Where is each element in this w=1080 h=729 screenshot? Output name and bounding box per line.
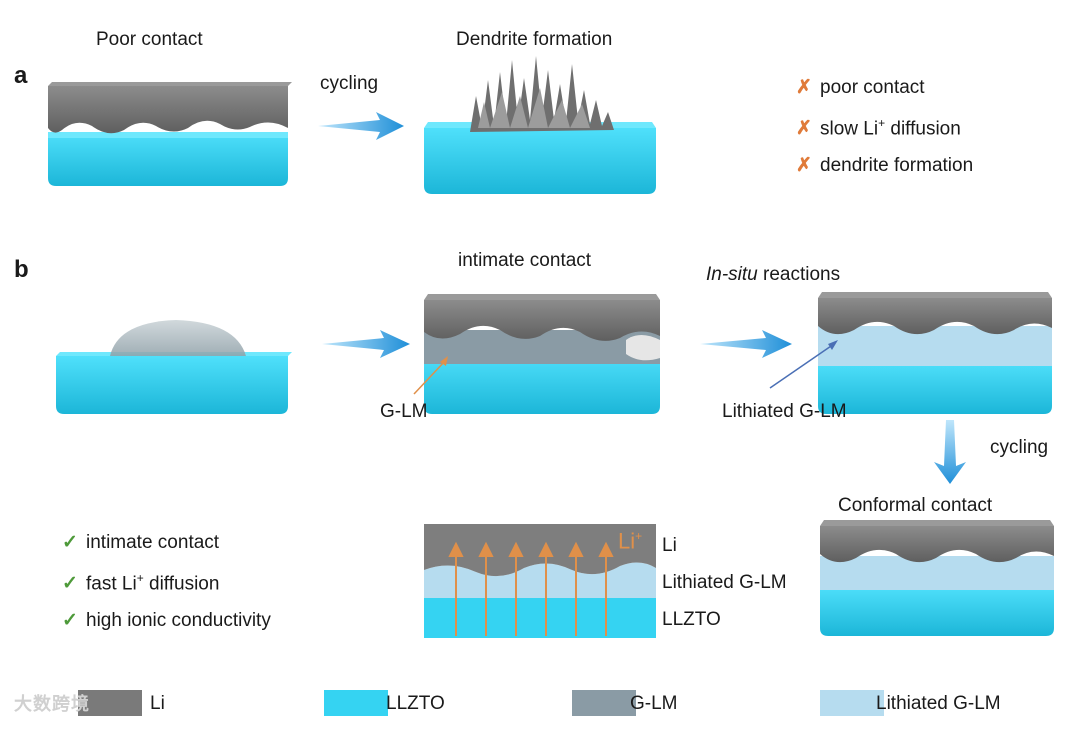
poor-contact-block bbox=[48, 82, 292, 186]
panel-a-letter: a bbox=[14, 62, 28, 89]
legend-label-glm: G-LM bbox=[630, 693, 678, 714]
drawback-item: ✗slow Li+ diffusion bbox=[796, 116, 961, 140]
li-slab bbox=[48, 86, 288, 134]
label-poor-contact: Poor contact bbox=[96, 29, 203, 50]
arrow-b1 bbox=[322, 330, 410, 358]
zoom-cross-section bbox=[424, 524, 656, 638]
arrow-cycling-a bbox=[318, 112, 404, 140]
drawback-item: ✗dendrite formation bbox=[796, 155, 974, 176]
label-glm: G-LM bbox=[380, 401, 428, 422]
lithiated-pointer bbox=[769, 343, 835, 389]
legend-label-llzto: LLZTO bbox=[386, 693, 445, 714]
legend-swatch-li bbox=[78, 690, 142, 716]
li-layer-b2 bbox=[424, 300, 660, 341]
cross-icon: ✗ bbox=[796, 77, 812, 98]
check-icon: ✓ bbox=[62, 610, 78, 631]
arrow-b2 bbox=[700, 330, 792, 358]
check-icon: ✓ bbox=[62, 573, 78, 595]
droplet-block bbox=[56, 320, 292, 414]
dendrite-block bbox=[424, 56, 656, 194]
label-cycling-a: cycling bbox=[320, 73, 379, 94]
legend-swatch-llzto bbox=[324, 690, 388, 716]
label-conformal-contact: Conformal contact bbox=[838, 495, 993, 516]
label-dendrite-formation: Dendrite formation bbox=[456, 29, 613, 50]
check-icon: ✓ bbox=[62, 532, 78, 553]
cross-icon: ✗ bbox=[796, 118, 812, 140]
label-intimate-contact: intimate contact bbox=[458, 250, 592, 271]
label-lithiated-glm: Lithiated G-LM bbox=[722, 401, 847, 422]
llzto-slab bbox=[48, 132, 288, 186]
insitu-block bbox=[818, 292, 1052, 414]
arrow-cycling-b bbox=[934, 420, 966, 484]
legend-swatch-lithiated-glm bbox=[820, 690, 884, 716]
label-li-ion: Li+ bbox=[618, 528, 643, 554]
intimate-contact-block bbox=[424, 294, 660, 414]
zoom-label-lithiated-glm: Lithiated G-LM bbox=[662, 572, 787, 593]
zoom-label-li: Li bbox=[662, 535, 677, 556]
watermark: 大数跨境 bbox=[14, 694, 90, 714]
conformal-block bbox=[820, 520, 1054, 636]
legend-label-li: Li bbox=[150, 693, 165, 714]
glm-droplet bbox=[110, 320, 246, 356]
legend-label-lithiated-glm: Lithiated G-LM bbox=[876, 693, 1001, 714]
zoom-label-llzto: LLZTO bbox=[662, 609, 721, 630]
legend-swatch-glm bbox=[572, 690, 636, 716]
li-ion-arrows bbox=[448, 541, 614, 636]
label-cycling-b: cycling bbox=[990, 437, 1049, 458]
lithiated-glm-layer bbox=[818, 326, 1052, 366]
cross-icon: ✗ bbox=[796, 155, 812, 176]
benefit-item: ✓intimate contact bbox=[62, 532, 220, 553]
label-insitu-reactions: In-situ reactions bbox=[706, 264, 841, 285]
benefit-item: ✓fast Li+ diffusion bbox=[62, 571, 220, 595]
drawback-item: ✗poor contact bbox=[796, 77, 925, 98]
glm-pointer bbox=[413, 359, 447, 395]
benefit-item: ✓high ionic conductivity bbox=[62, 610, 271, 631]
panel-b-letter: b bbox=[14, 256, 29, 283]
